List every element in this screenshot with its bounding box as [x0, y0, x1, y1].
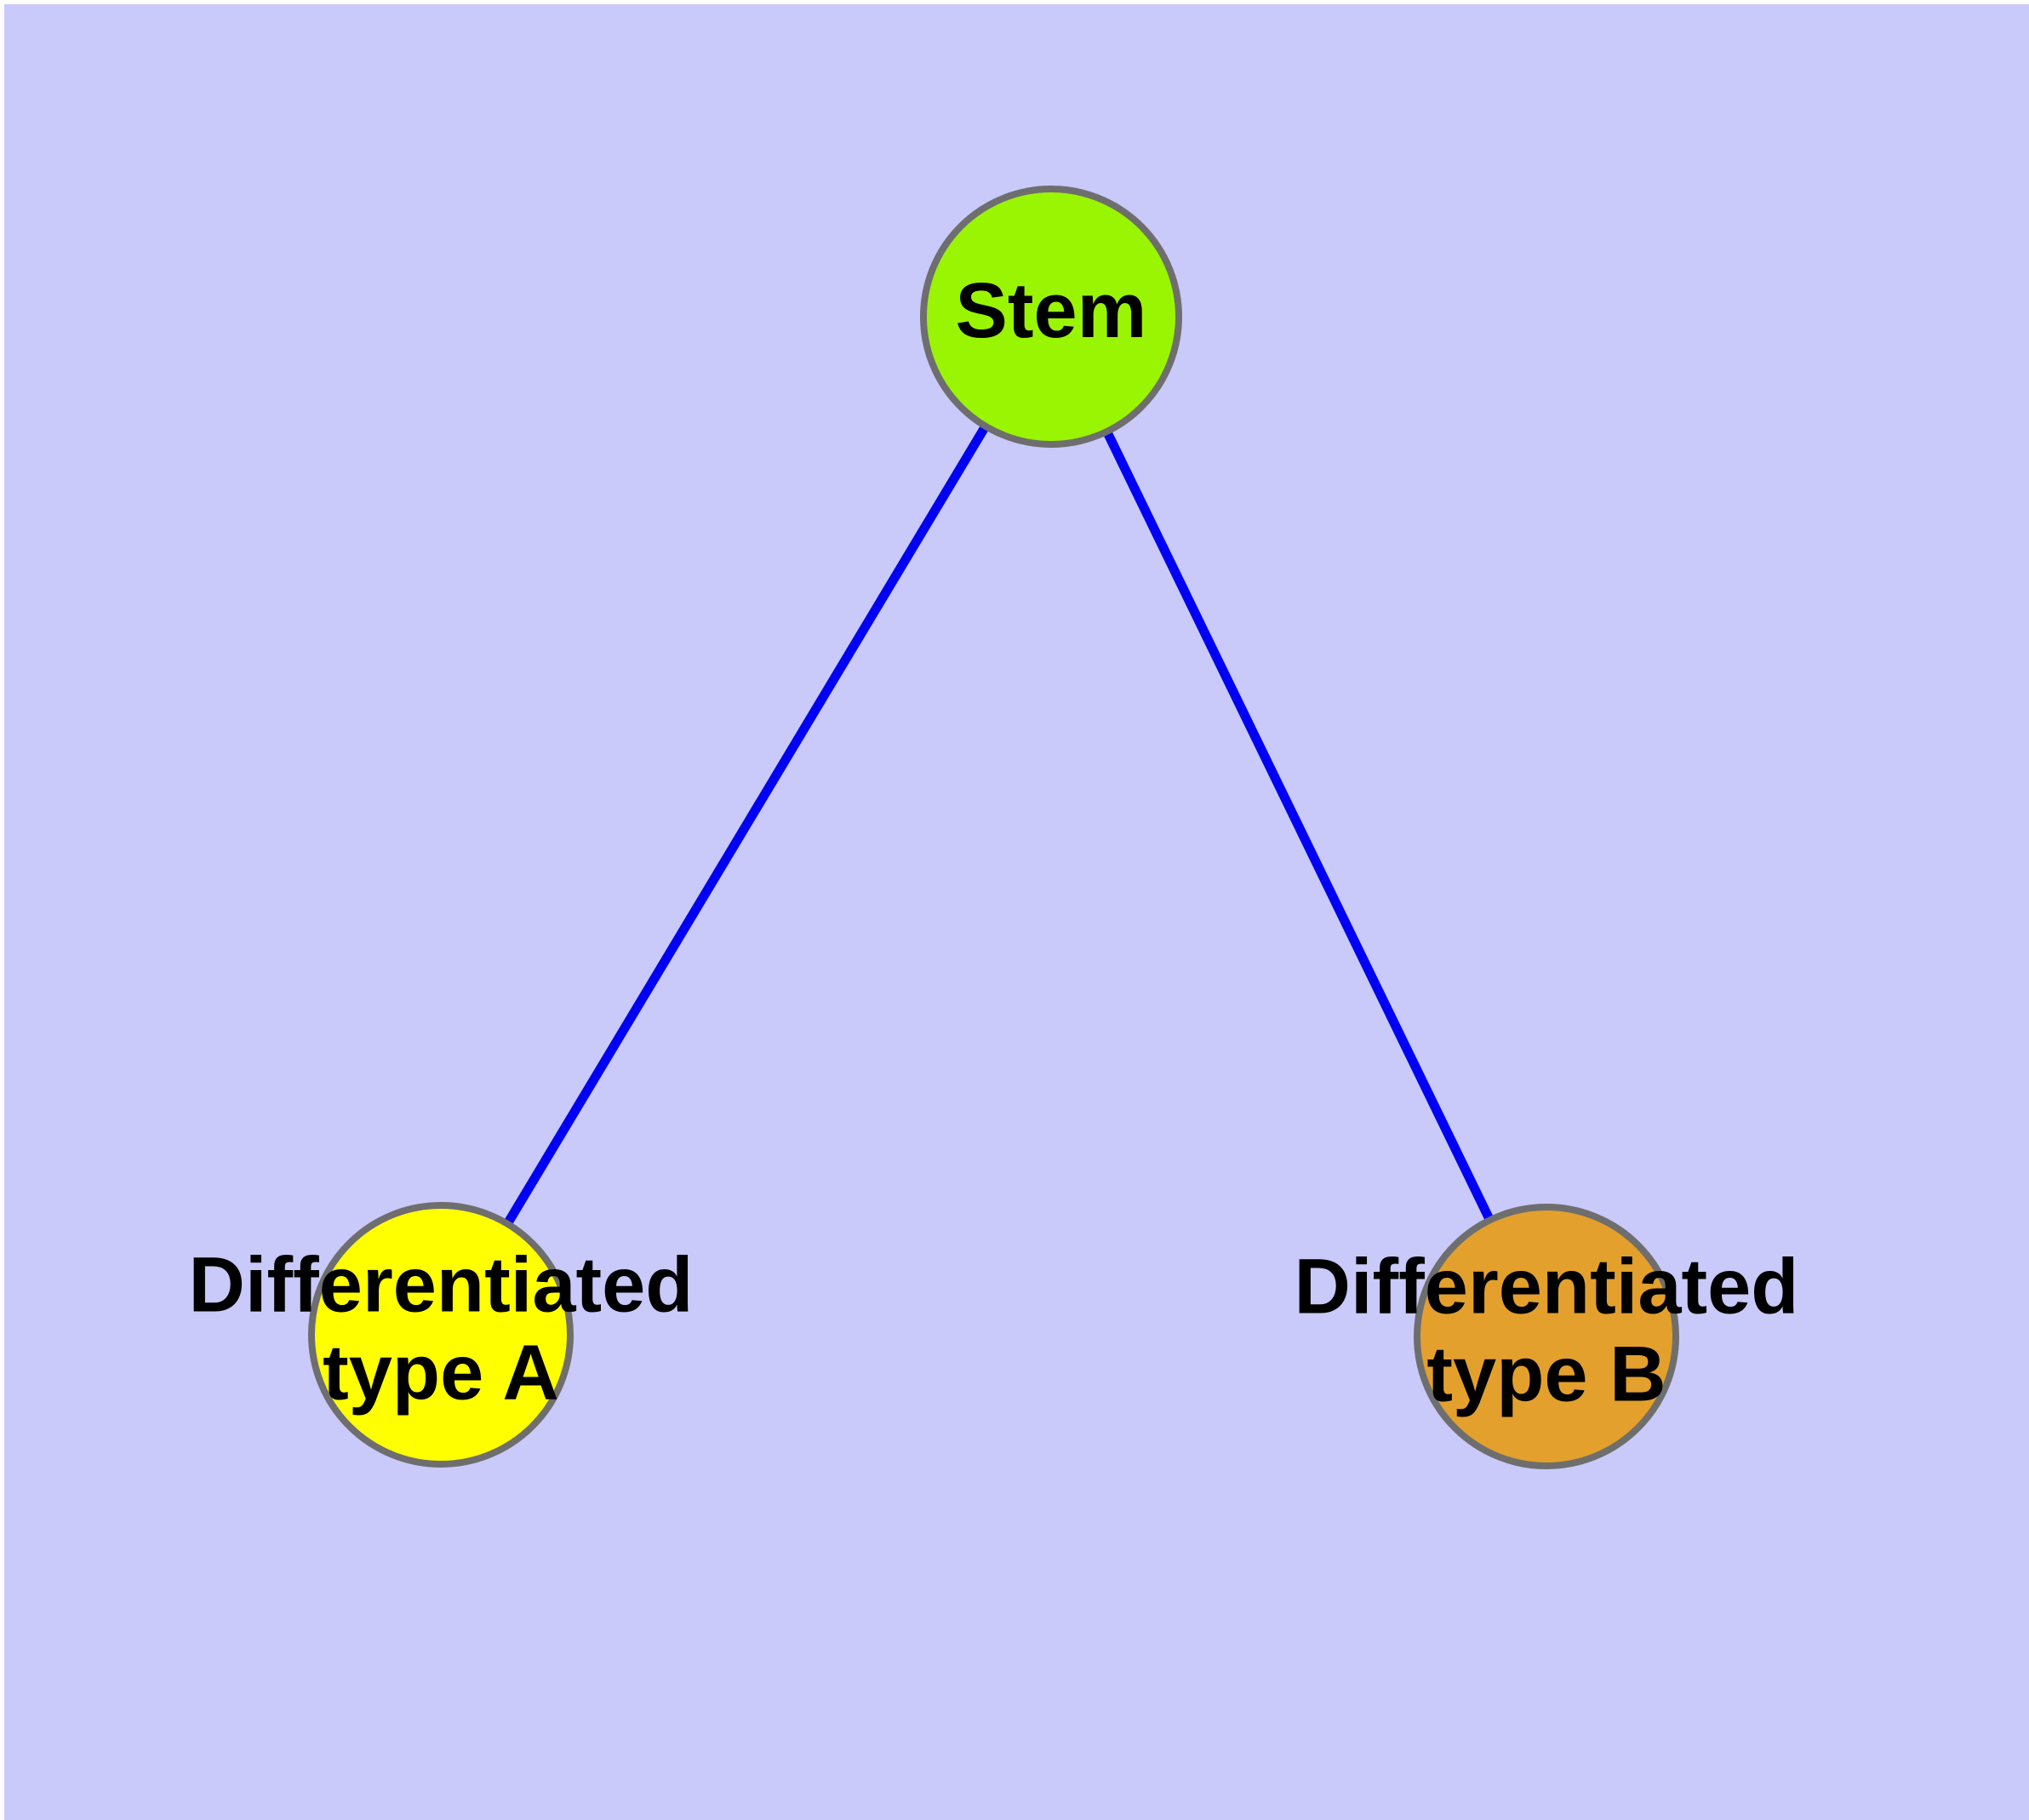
graph-node-label-line: type A: [323, 1330, 559, 1417]
graph-edge-stem-diff_a: [437, 314, 1055, 1337]
graph-node-label-stem: Stem: [956, 267, 1147, 354]
graph-node-stem[interactable]: [920, 186, 1182, 448]
graph-node-label-line: Stem: [956, 267, 1147, 354]
graph-node-label-line: Differentiated: [189, 1242, 694, 1329]
graph-edge-stem-diff_b: [1047, 314, 1551, 1339]
graph-node-label-line: Differentiated: [1295, 1244, 1799, 1331]
graph-node-label-line: type B: [1426, 1331, 1666, 1418]
graph-node-diff_b[interactable]: [1414, 1204, 1679, 1469]
nodes-layer: [308, 186, 1679, 1469]
graph-node-diff_a[interactable]: [308, 1202, 574, 1468]
edges-layer: [437, 314, 1551, 1339]
